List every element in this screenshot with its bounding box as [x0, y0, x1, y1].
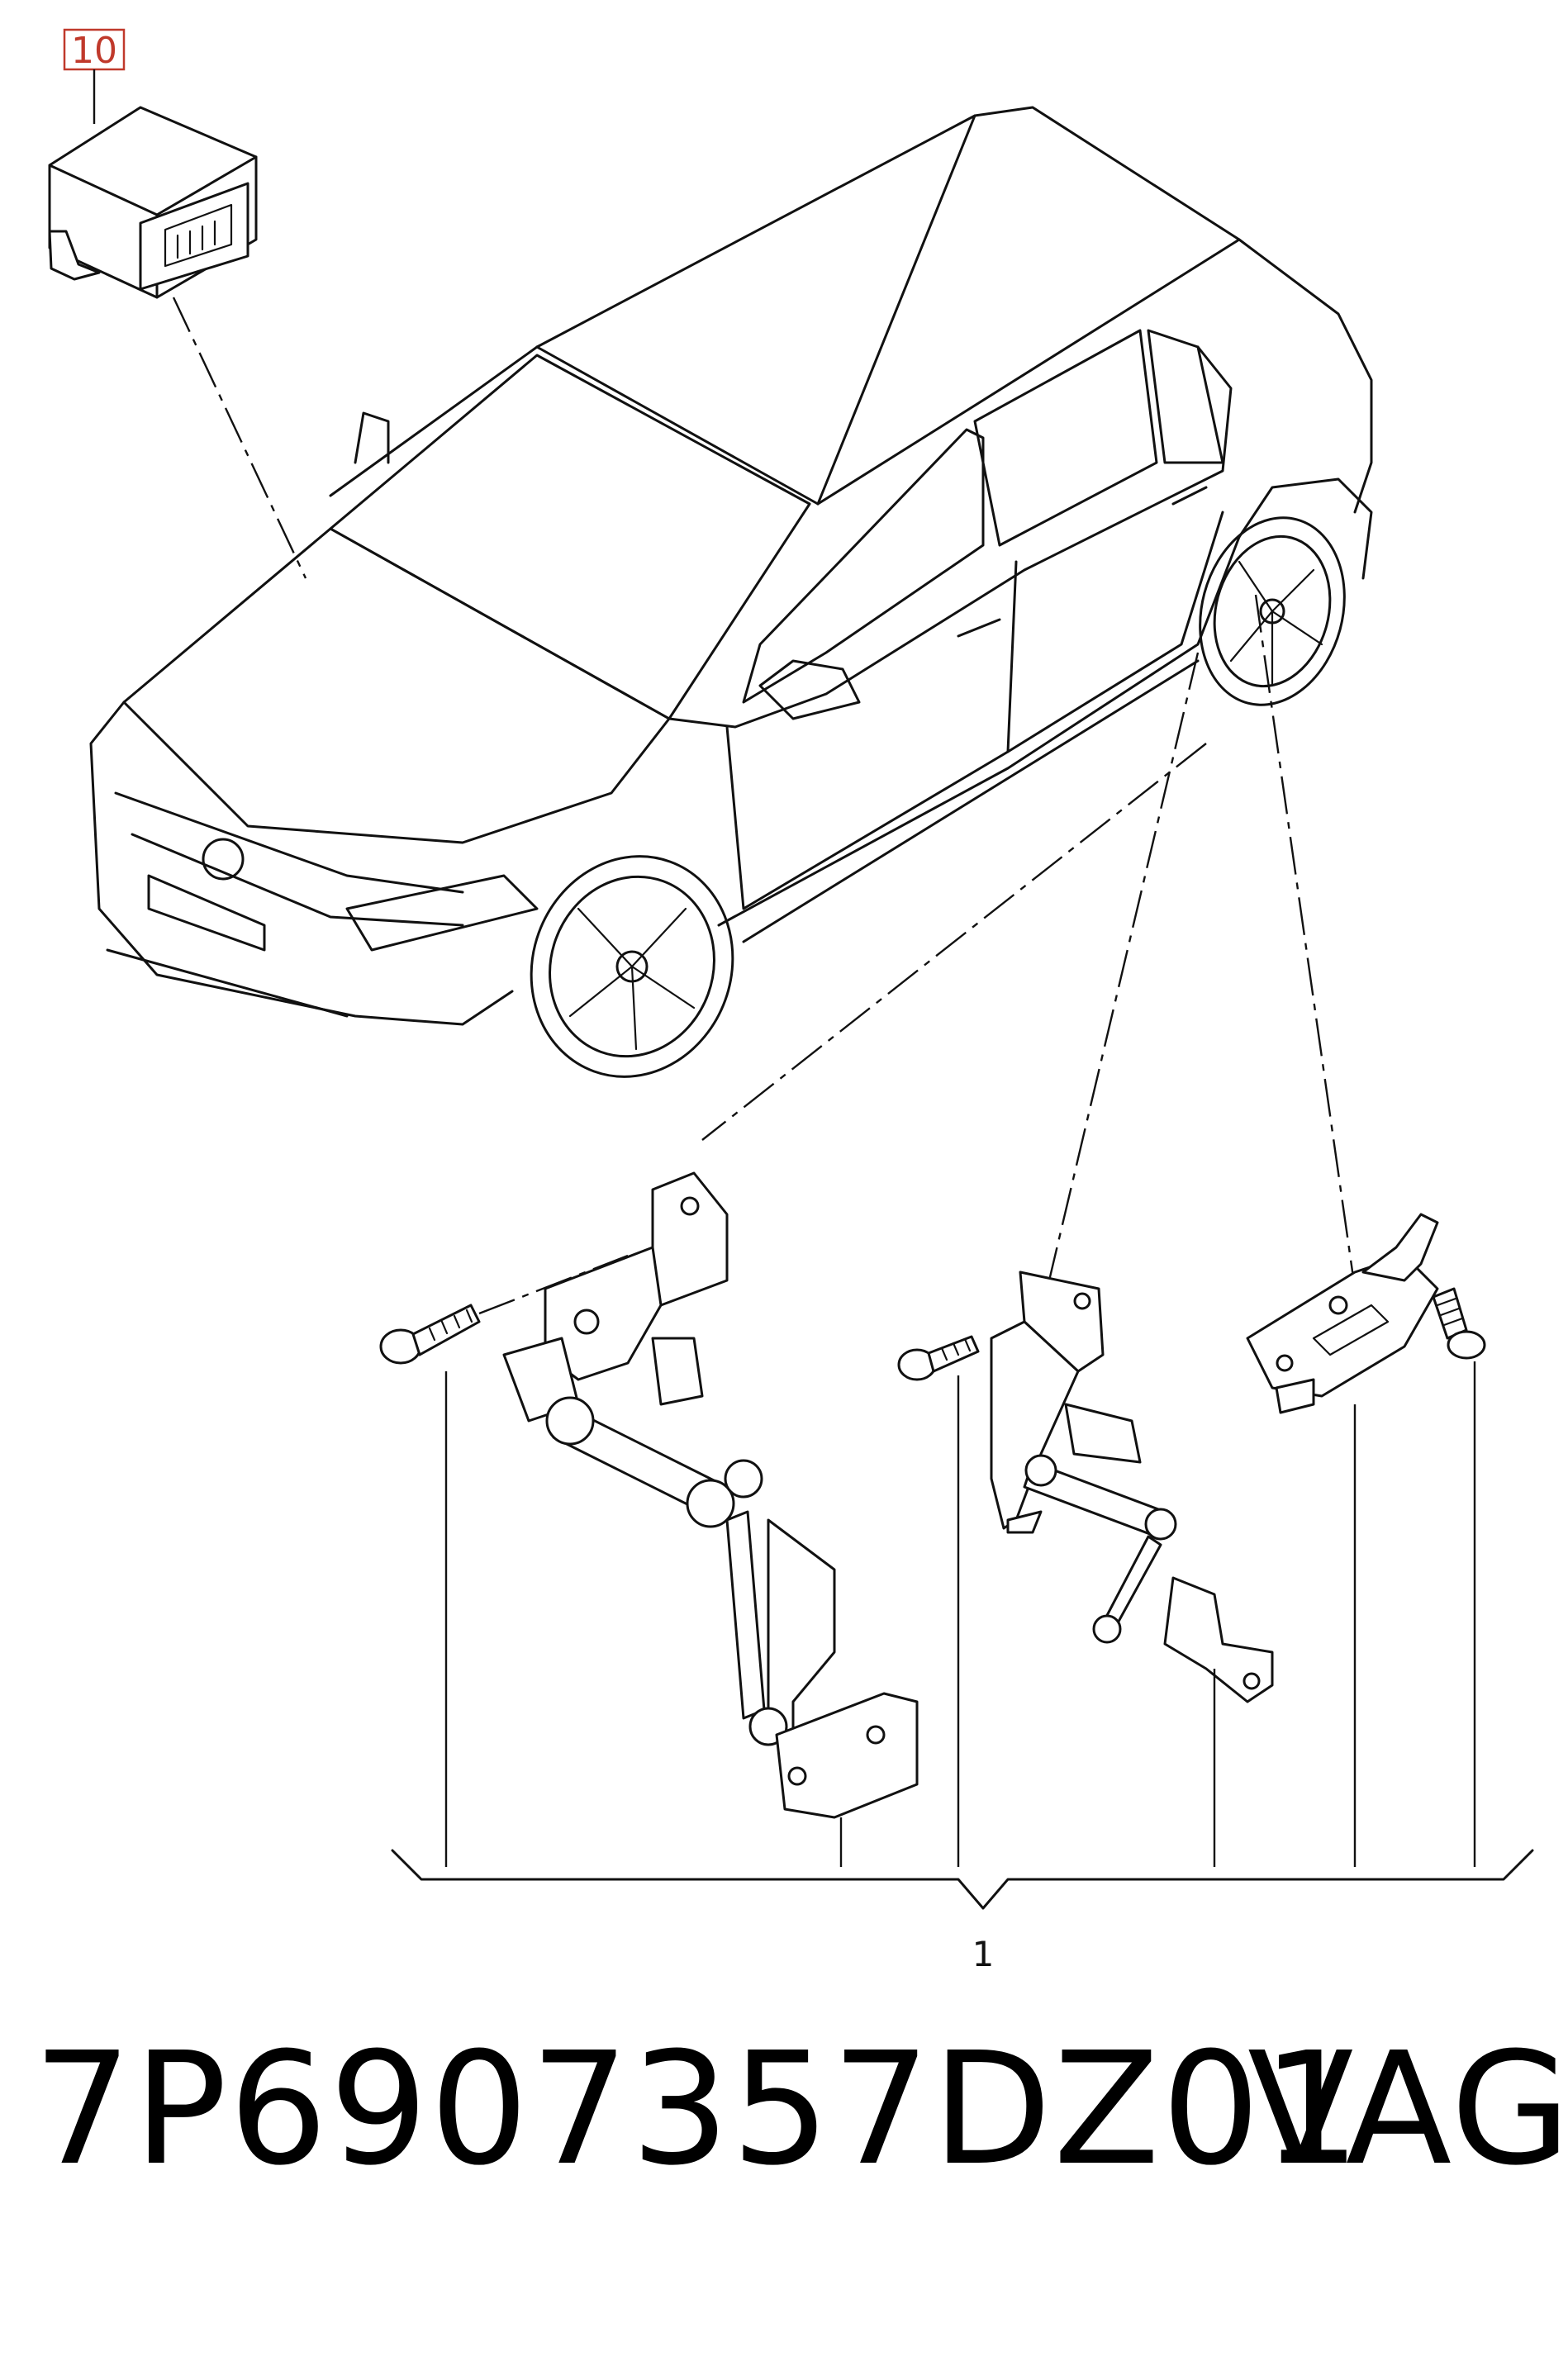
- front-level-sensor[interactable]: [502, 1171, 919, 1819]
- screw[interactable]: [1432, 1287, 1486, 1360]
- rear-wheel: [1199, 516, 1346, 706]
- wheel-speed-bracket[interactable]: [1246, 1213, 1439, 1414]
- callout-10-label: 10: [71, 30, 117, 72]
- part-number-caption: 7P6907357DZ01 VAG: [33, 2032, 1568, 2187]
- callout-1-label: 1: [972, 1934, 995, 1974]
- group-bracket: [391, 1361, 1534, 1910]
- brand-label: VAG: [1247, 2019, 1568, 2200]
- bolt-front[interactable]: [379, 1304, 481, 1365]
- bolt-rear[interactable]: [897, 1335, 980, 1381]
- vehicle-outline: [89, 106, 1373, 1026]
- rear-level-sensor[interactable]: [990, 1271, 1274, 1703]
- part-number-code: 7P6907357DZ01: [33, 2019, 1363, 2200]
- front-wheel: [530, 855, 734, 1078]
- callout-10[interactable]: 10: [63, 28, 126, 124]
- control-unit[interactable]: [48, 106, 258, 299]
